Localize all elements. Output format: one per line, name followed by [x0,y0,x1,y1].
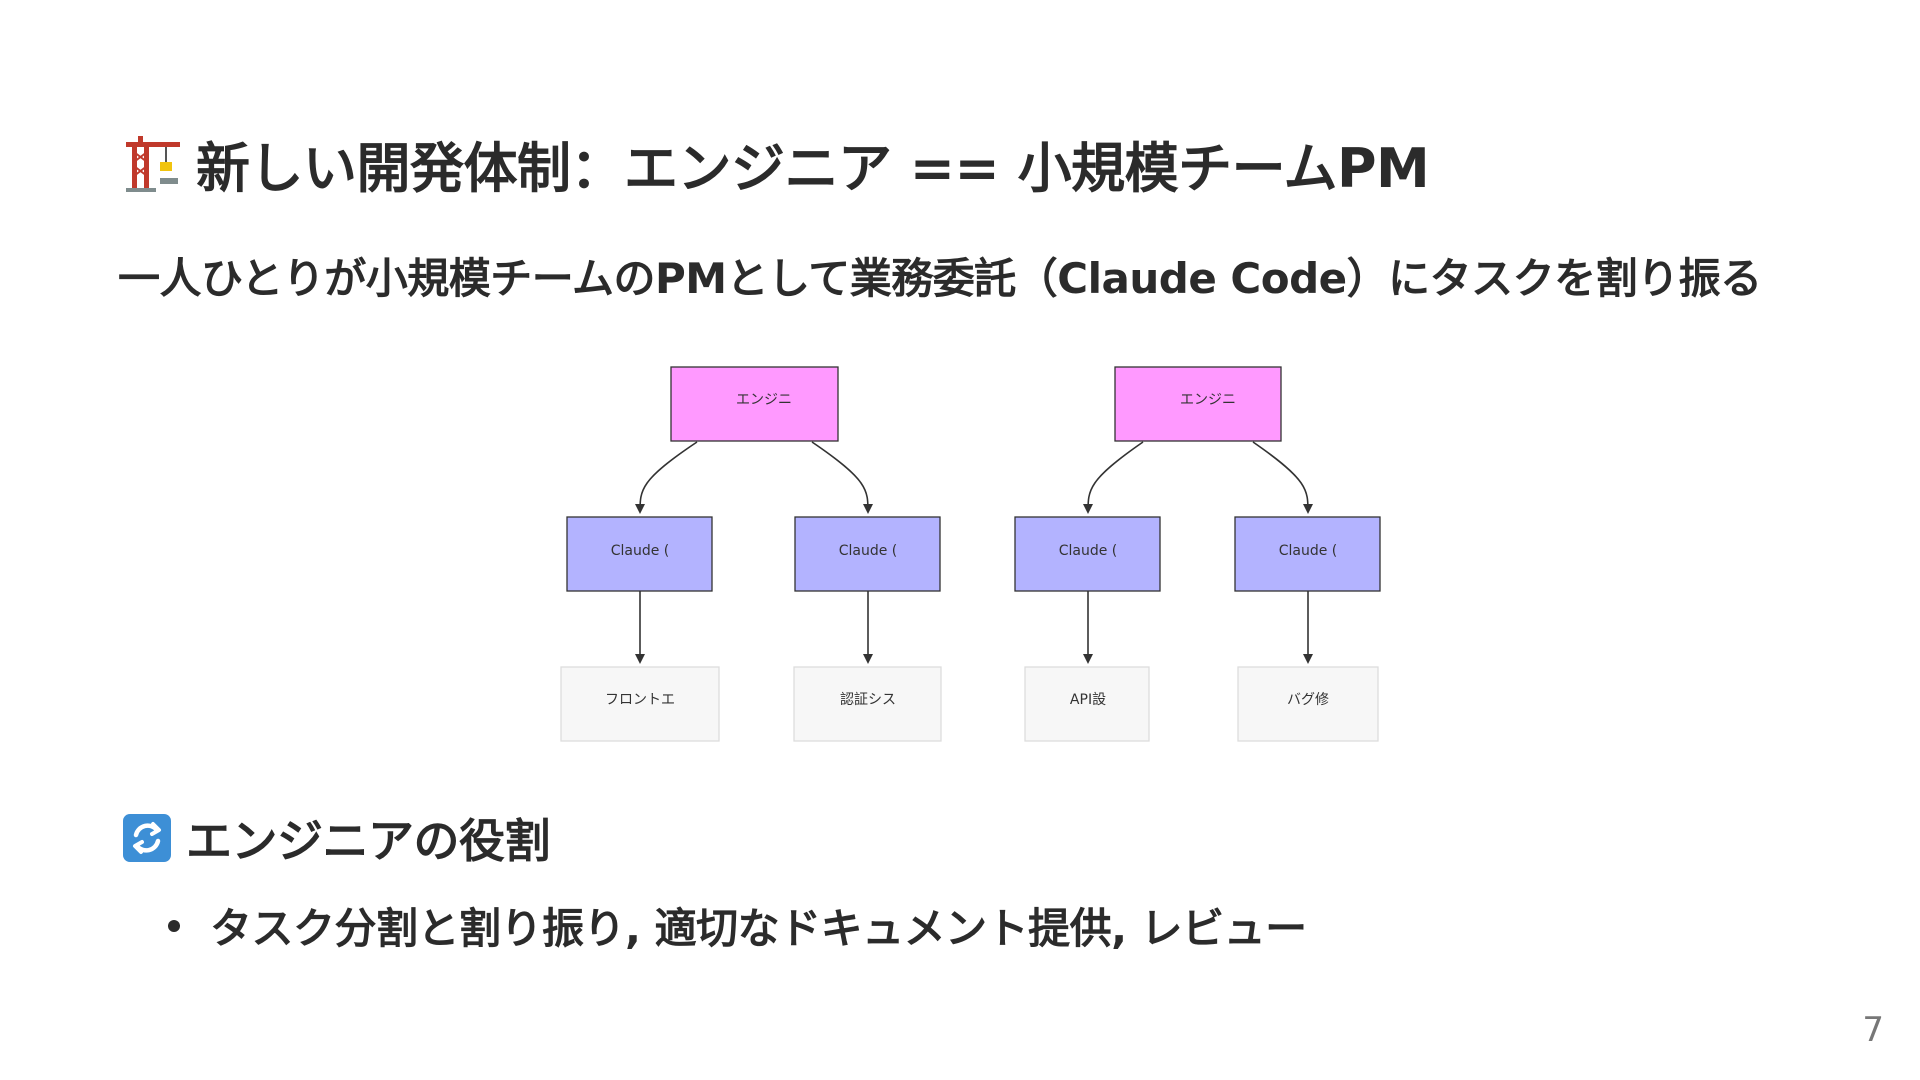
title-row: 新しい開発体制：エンジニア == 小規模チームPM [122,128,1430,200]
claude-node-label: Claude ( [1279,543,1338,559]
claude-node: Claude ( [794,516,941,592]
section-row: エンジニアの役割 [122,808,551,868]
task-node-label: 認証シス [840,692,896,708]
bullet-item: タスク分割と割り振り, 適切なドキュメント提供, レビュー [168,895,1307,956]
task-node: API設 [1024,666,1150,742]
claude-node: Claude ( [566,516,713,592]
arrows-cycle-icon [122,813,172,863]
task-node-label: API設 [1070,692,1106,708]
edge-engineer2-claude3 [1083,441,1144,514]
claude-node: Claude ( [1234,516,1381,592]
bullet-list: タスク分割と割り振り, 適切なドキュメント提供, レビュー [168,895,1307,956]
engineer-node: エンジニ [1114,366,1282,442]
claude-node: Claude ( [1014,516,1161,592]
task-node: フロントエ [560,666,720,742]
claude-node-label: Claude ( [839,543,898,559]
section-title: エンジニアの役割 [186,814,551,868]
engineer-node-label: エンジニ [736,392,792,408]
edge-engineer2-claude4 [1252,441,1313,514]
engineer-node: エンジニ [670,366,839,442]
construction-crane-icon [122,132,184,194]
slide-subtitle: 一人ひとりが小規模チームのPMとして業務委託（Claude Code）にタスクを… [118,254,1762,303]
edge-engineer1-claude2 [811,441,873,514]
bullet-dot [168,919,180,932]
task-node: バグ修 [1237,666,1379,742]
slide-title: 新しい開発体制：エンジニア == 小規模チームPM [196,136,1430,200]
engineer-node-label: エンジニ [1180,392,1236,408]
task-node: 認証シス [793,666,942,742]
bullet-text: タスク分割と割り振り, 適切なドキュメント提供, レビュー [210,904,1307,953]
claude-node-label: Claude ( [611,543,670,559]
task-node-label: バグ修 [1287,692,1329,708]
task-node-label: フロントエ [605,692,675,708]
page-number: 7 [1862,1010,1884,1050]
claude-node-label: Claude ( [1059,543,1118,559]
edge-engineer1-claude1 [635,441,698,514]
